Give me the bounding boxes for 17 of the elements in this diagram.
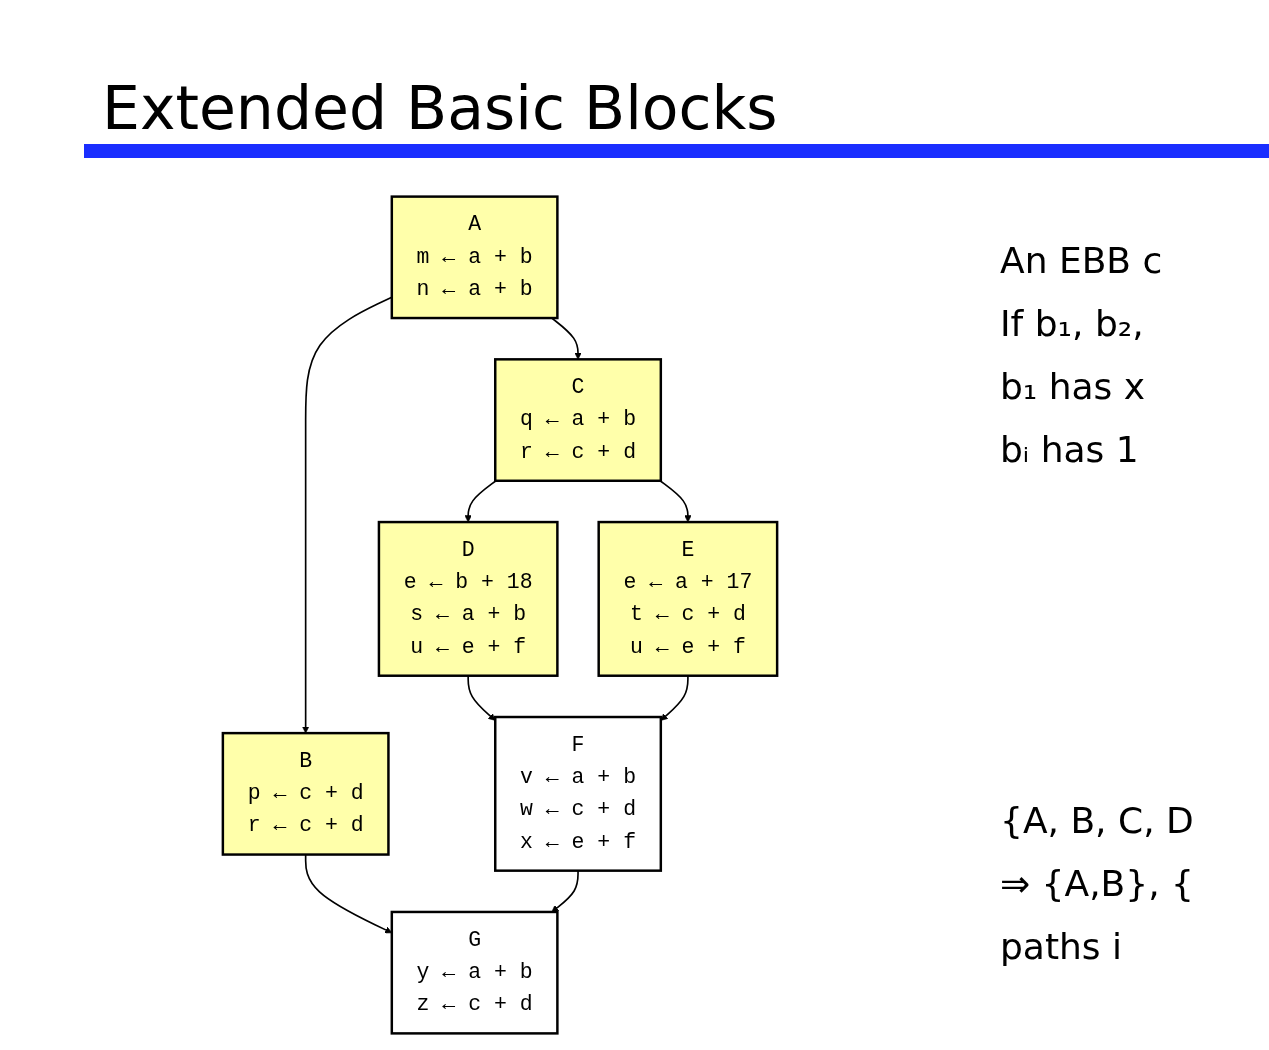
node-box: C q ← a + b r ← c + d: [494, 358, 663, 482]
node-box: G y ← a + b z ← c + d: [390, 910, 559, 1035]
arrow: [464, 479, 497, 523]
note-text: {A, B, C, D: [1000, 800, 1195, 841]
note-text: paths i: [1000, 926, 1124, 967]
note-text: If b₁, b₂,: [1000, 303, 1145, 344]
node-box: A m ← a + b n ← a + b: [390, 195, 559, 320]
arrow: [659, 479, 692, 523]
note-text: An EBB c: [1000, 240, 1164, 281]
note-text: bᵢ has 1: [1000, 429, 1140, 470]
slide-title: Extended Basic Blocks: [102, 72, 778, 144]
node-box: E e ← a + 17 t ← c + d u ← e + f: [597, 520, 779, 677]
node-box: D e ← b + 18 s ← a + b u ← e + f: [377, 520, 559, 677]
node-box: B p ← c + d r ← c + d: [221, 731, 390, 856]
node-box: F v ← a + b w ← c + d x ← e + f: [494, 715, 663, 872]
note-text: ⇒ {A,B}, {: [1000, 863, 1195, 904]
note-text: b₁ has x: [1000, 366, 1147, 407]
